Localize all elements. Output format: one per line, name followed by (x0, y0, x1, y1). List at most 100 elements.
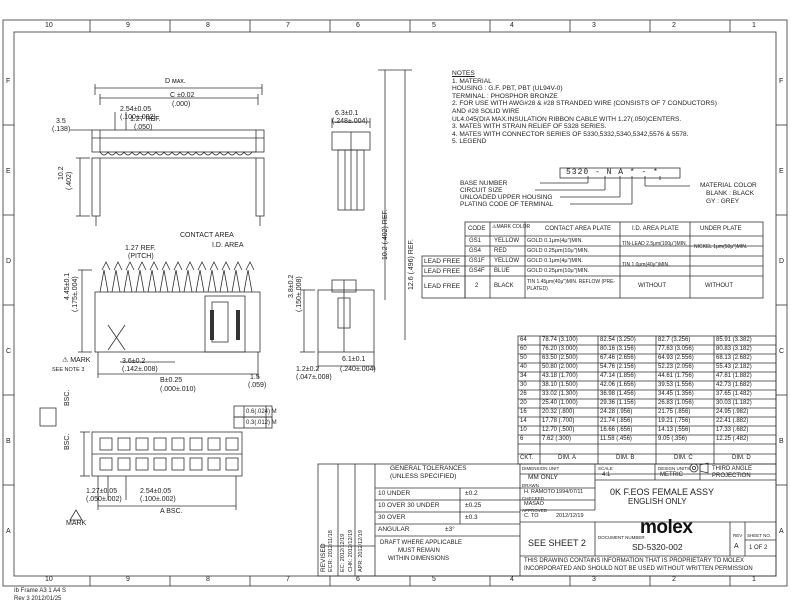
dim-table-cell: 82.54 (3.250) (600, 337, 636, 343)
note-line: 4. MATES WITH CONNECTOR SERIES OF 5330,5… (452, 130, 689, 138)
dim-unit-label: DIMENSION UNIT (522, 466, 560, 471)
zone-letter: B (6, 438, 11, 445)
must-remain: MUST REMAIN (398, 548, 440, 554)
dim-445: 4.45±0.1 (64, 272, 71, 300)
dim-table-cell: 47.14 (1.856) (600, 373, 636, 379)
dim-table-header: DIM. D (732, 455, 751, 461)
dim-126-ref: 12.6 (.496) REF. (408, 239, 415, 290)
dim-36: 3.6±0.2 (122, 358, 146, 365)
angular-tol: ±3° (445, 526, 455, 533)
dim-table-ckt: 50 (520, 355, 527, 361)
dim-15: 1.5 (250, 374, 260, 381)
revision-line: CHK: 2012/12/19 (348, 529, 354, 572)
dim-table-cell: 26.83 (1.056) (658, 400, 694, 406)
zone-number: 8 (206, 22, 210, 29)
dim-table-cell: 67.46 (2.656) (600, 355, 636, 361)
bsc-label-2: BSC. (64, 433, 71, 450)
zone-number: 3 (592, 576, 596, 583)
checked-by: MASAO (524, 501, 544, 507)
plating-color: BLACK (494, 283, 514, 289)
dim-table-ckt: 26 (520, 391, 527, 397)
frame-rev: Rev 3 2012/01/25 (14, 596, 62, 602)
footer-line-1: THIS DRAWING CONTAINS INFORMATION THAT I… (524, 558, 745, 564)
note-line: UL4.045(DIA MAX.INSULATION RIBBON CABLE … (452, 115, 682, 123)
design-units: METRIC (660, 472, 683, 478)
top-view (70, 84, 265, 226)
dim-table-cell: 29.36 (1.156) (600, 400, 636, 406)
drawn-label: DRAWN (522, 483, 539, 488)
dim-d-max: D ᴍᴀx. (165, 78, 186, 85)
dim-127-ref-sub: (.050) (134, 124, 153, 131)
dim-table-cell: 12.70 (.500) (542, 427, 575, 433)
dim-table-ckt: 20 (520, 400, 527, 406)
dim-table-ckt: 16 (520, 409, 527, 415)
dim-table-cell: 42.73 (1.682) (716, 382, 752, 388)
zone-letter: B (779, 438, 784, 445)
dim-63-sub: (.248±.004) (332, 118, 368, 125)
tol-range: 30 OVER (378, 514, 406, 521)
dim-table-ckt: 60 (520, 346, 527, 352)
legend-plating: PLATING CODE OF TERMINAL (460, 201, 554, 208)
legend-black: BLANK : BLACK (706, 190, 755, 197)
title-block-grid (317, 463, 777, 577)
third-angle-symbol (689, 462, 709, 474)
gen-tol: GENERAL TOLERANCES (390, 465, 467, 472)
plating-code: GS4F (469, 268, 485, 274)
dim-table-cell: 12.25 (.482) (716, 436, 749, 442)
dim-table-cell: 63.50 (2.500) (542, 355, 578, 361)
legend-code: 5320 - N A * - * (566, 168, 659, 177)
dim-table-cell: 80.83 (3.182) (716, 346, 752, 352)
dim-table-header: CKT. (520, 455, 534, 461)
plating-id: TIN-LEAD 2.5μm(100μ")MIN. (622, 241, 688, 247)
dim-table-cell: 19.21 (.756) (658, 418, 691, 424)
note-line: 1. MATERIAL (452, 77, 492, 85)
zone-number: 3 (592, 22, 596, 29)
sheet-label: SHEET NO. (747, 533, 772, 538)
plating-contact: TIN 1.45μm(40μ")MIN. REFLOW (PRE-PLATED) (527, 279, 616, 292)
dim-63: 6.3±0.1 (335, 110, 359, 117)
zone-number: 5 (432, 22, 436, 29)
dim-table-cell: 39.53 (1.556) (658, 382, 694, 388)
plating-code: GS1 (469, 238, 482, 244)
plating-under: NICKEL 1μm(50μ")MIN. (694, 244, 748, 250)
section-view (300, 279, 375, 370)
dim-table-cell: 7.62 (.300) (542, 436, 572, 442)
plating-header: CODE (468, 226, 486, 232)
dim-35: 3.5 (56, 118, 66, 125)
revision-line: EC: 2012/12/19 (340, 533, 346, 572)
sheet-value: 1 OF 2 (749, 545, 768, 551)
dim-table-cell: 17.33 (.682) (716, 427, 749, 433)
dim-table-cell: 21.74 (.856) (600, 418, 633, 424)
pitch-sub: (PITCH) (128, 253, 154, 260)
dim-table-cell: 77.63 (3.056) (658, 346, 694, 352)
plating-header: CONTACT AREA PLATE (545, 226, 612, 232)
dim-table-cell: 78.74 (3.100) (542, 337, 578, 343)
plating-table-grid (421, 221, 764, 299)
zone-number: 4 (510, 576, 514, 583)
dim-table-cell: 25.40 (1.000) (542, 400, 578, 406)
dim-table-cell: 82.7 (3.256) (658, 337, 691, 343)
zone-number: 6 (356, 576, 360, 583)
scale-label: SCALE (598, 466, 613, 471)
zone-number: 1 (752, 576, 756, 583)
zone-number: 10 (45, 576, 53, 583)
zone-letter: D (779, 258, 785, 265)
dim-102-sub: (.402) (66, 171, 73, 190)
zone-number: 9 (126, 576, 130, 583)
dim-a-bsc: A BSC. (160, 508, 183, 515)
dim-254b-sub: (.100±.002) (140, 496, 176, 503)
dim-table-cell: 38.10 (1.500) (542, 382, 578, 388)
dim-c-sub: (.000) (172, 101, 191, 108)
approved-date: 2012/12/19 (556, 513, 584, 519)
plating-code: GS4 (469, 248, 482, 254)
dim-254-sub: (.100±.002) (120, 114, 156, 121)
zone-letter: F (6, 78, 11, 85)
dim-12: 1.2±0.2 (296, 366, 320, 373)
zone-number: 6 (356, 22, 360, 29)
dim-table-ckt: 34 (520, 373, 527, 379)
zone-letter: C (6, 348, 12, 355)
zone-letter: E (779, 168, 784, 175)
legend-leaders (535, 167, 690, 205)
dim-102-ref: 10.2 (.402) REF. (382, 209, 389, 260)
fcf-2: 0.3(.012) M (246, 420, 277, 426)
